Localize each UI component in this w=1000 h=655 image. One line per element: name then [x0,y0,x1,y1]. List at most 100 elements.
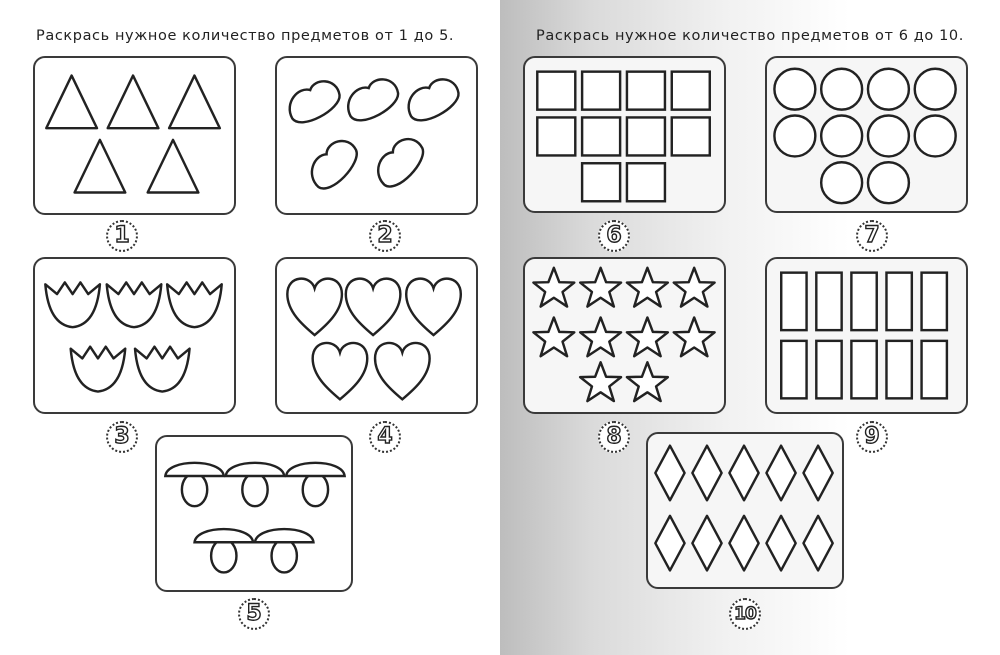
triangle-shape [73,138,127,194]
tulip-shape [69,345,127,393]
tulip-shape [133,345,191,393]
triangles-illustration [45,74,222,194]
star-shape [625,316,670,358]
tulip-shape [165,281,223,329]
number-badge: 3 [106,421,138,453]
mushroom-shape [224,461,286,508]
mushroom-shape [193,527,255,574]
number-badge: 8 [598,421,630,453]
rectangles-card [765,257,968,414]
hearts-card [275,257,478,414]
diamond-shape [691,514,723,572]
circle-shape [819,67,864,111]
circle-shape [866,114,911,158]
tulip-shape [105,281,163,329]
circle-shape [913,67,957,111]
star-shape [578,266,623,308]
square-shape [625,70,667,111]
triangle-shape [45,74,99,130]
leaf-shape [288,80,341,124]
rectangle-shape [780,339,808,400]
tulips-illustration [44,281,223,393]
square-shape [536,116,577,157]
circle-shape [819,161,864,205]
square-shape [580,116,622,157]
star-shape [578,316,623,358]
leaf-shape [310,139,358,190]
number-badge: 5 [238,598,270,630]
right-page: Раскрась нужное количество предметов от … [500,0,1000,655]
rectangle-shape [815,339,843,400]
star-shape [625,266,670,308]
rectangle-shape [780,271,808,332]
number-badge: 10 [729,598,761,630]
circle-shape [913,114,957,158]
diamond-shape [728,514,760,572]
left-page: Раскрась нужное количество предметов от … [33,28,478,630]
circle-shape [866,67,911,111]
square-shape [625,116,667,157]
square-shape [580,70,622,111]
number-badge: 6 [598,220,630,252]
diamond-shape [691,444,723,502]
diamonds-card [646,432,844,589]
rectangles-illustration [780,271,949,400]
leaf-shape [347,78,400,122]
mushroom-shape [163,461,226,508]
square-shape [670,116,711,157]
rectangle-shape [815,271,843,332]
square-shape [536,70,577,111]
rectangle-shape [850,271,878,332]
squares-card [523,56,726,213]
square-shape [580,162,622,203]
circles-illustration [773,67,957,205]
number-badge: 1 [106,220,138,252]
heart-shape [344,277,402,337]
leaves-illustration [288,78,460,190]
rectangle-shape [850,339,878,400]
heart-shape [311,341,369,401]
leaf-shape [407,78,460,122]
rectangle-shape [885,271,914,332]
squares-illustration [536,70,711,203]
triangles-card [33,56,236,215]
leaves-card [275,56,478,215]
circle-shape [773,67,817,111]
star-shape [578,361,623,403]
diamond-shape [654,444,686,502]
left-page-title: Раскрась нужное количество предметов от … [36,28,455,44]
circles-card [765,56,968,213]
mushrooms-card [155,435,353,592]
number-badge: 2 [369,220,401,252]
diamond-shape [802,444,834,502]
tulips-card [33,257,236,414]
square-shape [625,162,667,203]
right-page-title: Раскрась нужное количество предметов от … [536,28,964,44]
star-shape [532,316,576,358]
heart-shape [373,341,431,401]
triangle-shape [146,138,200,194]
star-shape [672,316,716,358]
rectangle-shape [885,339,914,400]
heart-shape [405,277,463,337]
diamond-shape [802,514,834,572]
diamond-shape [654,514,686,572]
star-shape [532,266,576,308]
circle-shape [819,114,864,158]
square-shape [670,70,711,111]
number-badge: 4 [369,421,401,453]
leaf-shape [377,137,425,188]
stars-card [523,257,726,414]
triangle-shape [167,74,222,130]
circle-shape [773,114,817,158]
tulip-shape [44,281,102,329]
mushroom-shape [284,461,346,508]
circle-shape [866,161,911,205]
diamond-shape [765,514,797,572]
stars-illustration [532,266,716,403]
diamonds-illustration [654,444,834,572]
mushroom-shape [253,527,315,574]
star-shape [625,361,670,403]
triangle-shape [106,74,160,130]
star-shape [672,266,716,308]
